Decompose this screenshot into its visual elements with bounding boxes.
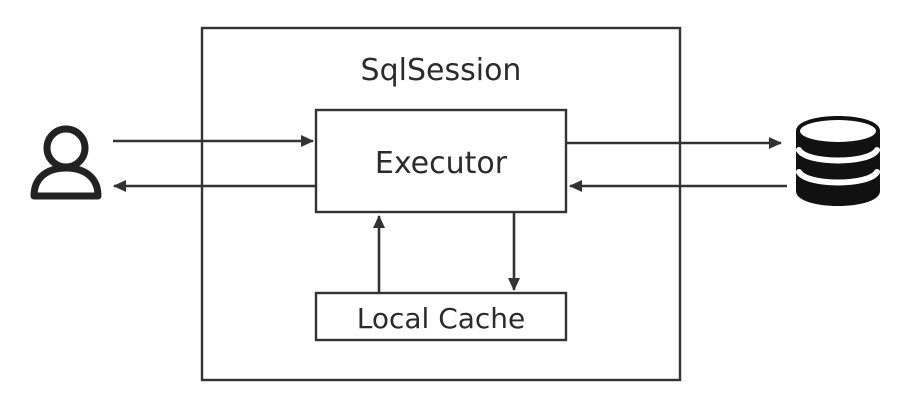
local-cache-box: Local Cache (314, 291, 568, 342)
local-cache-label: Local Cache (357, 302, 526, 335)
sqlsession-label: SqlSession (361, 53, 522, 88)
executor-label: Executor (375, 146, 508, 181)
user-icon (30, 125, 102, 200)
database-icon (796, 116, 880, 206)
executor-box: Executor (314, 108, 568, 214)
